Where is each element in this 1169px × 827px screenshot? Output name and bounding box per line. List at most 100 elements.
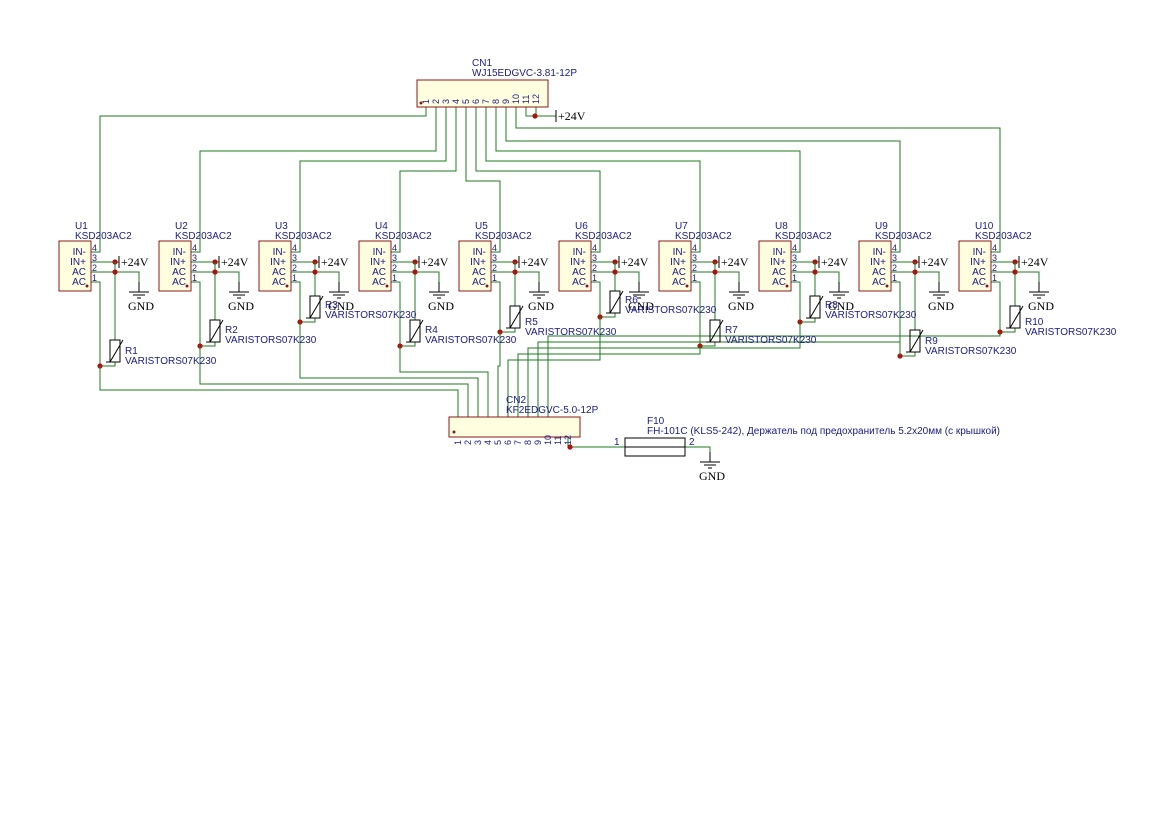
cn2-pin-number: 2 — [463, 440, 473, 445]
relay-pin-name: IN- — [673, 247, 686, 258]
relay-pin-number: 4 — [192, 243, 197, 253]
cn1-pin-number: 5 — [461, 99, 471, 104]
varistor-value: VARISTORS07K230 — [925, 346, 1017, 357]
relay-control-wire — [505, 107, 901, 253]
relay-pin-name: AC — [372, 277, 386, 288]
relay-control-wire — [191, 107, 437, 253]
relay-value: KSD203AC2 — [75, 231, 132, 242]
varistor-slash — [406, 319, 424, 343]
relay-pin-name: AC — [172, 267, 186, 278]
cn2-pin-number: 12 — [563, 435, 573, 445]
relay-pin-number: 3 — [292, 253, 297, 263]
relay-value: KSD203AC2 — [675, 231, 732, 242]
relay-pin-name: IN- — [773, 247, 786, 258]
junction-dot — [712, 269, 718, 275]
gnd-label: GND — [1028, 299, 1054, 313]
relay-pin-name: AC — [572, 267, 586, 278]
cn1-pin-number: 1 — [421, 99, 431, 104]
relay-ref: U7 — [675, 221, 688, 232]
relay-pin1-marker — [485, 284, 489, 288]
relay-u7 — [658, 240, 692, 292]
relay-pin-number: 3 — [192, 253, 197, 263]
gnd-label: GND — [428, 299, 454, 313]
relay-pin-name: IN- — [573, 247, 586, 258]
fuse-output-wire — [685, 446, 711, 452]
relay-ref: U9 — [875, 221, 888, 232]
varistor-ref: R3 — [325, 300, 338, 311]
cn1-pin-number: 4 — [451, 99, 461, 104]
relay-pin-number: 1 — [492, 273, 497, 283]
relay-pin-name: IN+ — [570, 257, 586, 268]
varistor-bottom-wire — [300, 318, 316, 323]
relay-pin1-marker — [785, 284, 789, 288]
relay-u10 — [958, 240, 992, 292]
relay-pin1-marker — [585, 284, 589, 288]
relay-pin-name: AC — [72, 267, 86, 278]
relay-pin-number: 2 — [492, 263, 497, 273]
varistor-body — [809, 295, 821, 319]
gnd-label: GND — [528, 299, 554, 313]
relay-output-wire — [199, 346, 469, 417]
varistor-body — [309, 295, 321, 319]
relay-pin-name: AC — [772, 277, 786, 288]
relay-pin1-marker — [685, 284, 689, 288]
relay-pin-number: 3 — [492, 253, 497, 263]
cn1-pin-number: 3 — [441, 99, 451, 104]
relay-pin-name: IN+ — [970, 257, 986, 268]
cn2-pin-number: 4 — [483, 440, 493, 445]
relay-pin-name: IN- — [473, 247, 486, 258]
relay-pin-number: 2 — [92, 263, 97, 273]
relay-pin-number: 2 — [592, 263, 597, 273]
varistor-value: VARISTORS07K230 — [1025, 327, 1117, 338]
varistor-bottom-wire — [700, 342, 716, 347]
gnd-label: GND — [228, 299, 254, 313]
varistor-body — [509, 305, 521, 329]
relay-pin-number: 4 — [992, 243, 997, 253]
varistor-ref: R7 — [725, 325, 738, 336]
relay-gnd-wire — [614, 262, 640, 282]
connector-cn2 — [448, 416, 581, 438]
relay-pin-number: 4 — [392, 243, 397, 253]
varistor-body — [609, 290, 621, 314]
relay-pin-name: IN- — [373, 247, 386, 258]
relay-output-wire — [507, 317, 601, 417]
varistor-value: VARISTORS07K230 — [125, 356, 217, 367]
cn1-pin-number: 2 — [431, 99, 441, 104]
cn2-pin-number: 3 — [473, 440, 483, 445]
relay-pin-number: 3 — [392, 253, 397, 263]
cn2-pin1-marker — [452, 430, 456, 434]
connector-cn1 — [416, 79, 549, 108]
relay-pin-number: 4 — [892, 243, 897, 253]
relay-value: KSD203AC2 — [575, 231, 632, 242]
relay-pin-name: AC — [672, 267, 686, 278]
cn1-pin-number: 6 — [471, 99, 481, 104]
relay-ref: U1 — [75, 221, 88, 232]
relay-pin-number: 2 — [992, 263, 997, 273]
relay-pin-number: 1 — [192, 273, 197, 283]
gnd-label: GND — [928, 299, 954, 313]
varistor-ref: R1 — [125, 346, 138, 357]
varistor-ref: R2 — [225, 325, 238, 336]
relay-pin-name: IN- — [273, 247, 286, 258]
relay-control-wire — [515, 107, 1001, 253]
relay-gnd-wire — [814, 262, 840, 282]
relay-pin-number: 1 — [792, 273, 797, 283]
cn2-pin-number: 1 — [453, 440, 463, 445]
varistor-ref: R9 — [925, 336, 938, 347]
varistor-bottom-wire — [100, 362, 116, 367]
relay-pin-name: IN+ — [670, 257, 686, 268]
relay-ref: U3 — [275, 221, 288, 232]
varistor-ref: R8 — [825, 300, 838, 311]
cn1-pin-number: 11 — [521, 95, 531, 104]
relay-pin-number: 1 — [592, 273, 597, 283]
relay-pin-number: 3 — [692, 253, 697, 263]
relay-pin-name: AC — [272, 277, 286, 288]
relay-value: KSD203AC2 — [475, 231, 532, 242]
varistor-slash — [906, 329, 924, 353]
relay-pin-number: 1 — [292, 273, 297, 283]
varistor-slash — [706, 319, 724, 343]
junction-dot — [112, 269, 118, 275]
relay-ac1-wire — [291, 281, 301, 322]
varistor-ref: R5 — [525, 317, 538, 328]
cn2-pin-number: 10 — [543, 435, 553, 445]
